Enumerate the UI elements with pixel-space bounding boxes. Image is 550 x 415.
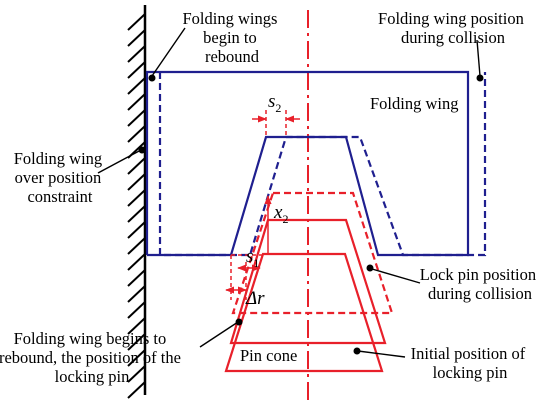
label-lock-pin-collision: Lock pin position during collision bbox=[420, 265, 541, 303]
hatch-line bbox=[127, 205, 146, 223]
folding-wing-rebound-outline bbox=[145, 70, 470, 257]
label-over-position: Folding wing over position constraint bbox=[14, 149, 107, 206]
hatch-line bbox=[127, 29, 146, 47]
leader-lines bbox=[97, 27, 481, 358]
symbol-x2: x2 bbox=[273, 202, 288, 226]
hatch-line bbox=[127, 93, 146, 111]
label-folding-wing: Folding wing bbox=[370, 94, 458, 113]
hatch-line bbox=[127, 253, 146, 271]
wall bbox=[127, 5, 147, 399]
hatch-line bbox=[127, 349, 146, 367]
hatch-line bbox=[127, 237, 146, 255]
symbol-delta-r: Δr bbox=[245, 288, 265, 309]
hatch-line bbox=[127, 61, 146, 79]
label-initial-pin: Initial position of locking pin bbox=[411, 344, 530, 382]
hatch-line bbox=[127, 109, 146, 127]
label-rebound-start: Folding wings begin to rebound bbox=[182, 9, 281, 66]
wall-hatching bbox=[127, 13, 146, 399]
hatch-line bbox=[127, 333, 146, 351]
folding-wing-collision-outline bbox=[158, 72, 487, 257]
label-collision-position: Folding wing position during collision bbox=[378, 9, 528, 47]
hatch-line bbox=[127, 269, 146, 287]
hatch-line bbox=[127, 45, 146, 63]
hatch-line bbox=[127, 157, 146, 175]
pin-cone-lower bbox=[224, 252, 384, 373]
symbol-s2: s2 bbox=[268, 91, 281, 115]
dimension-lines bbox=[225, 110, 300, 300]
hatch-line bbox=[127, 317, 146, 335]
hatch-line bbox=[127, 125, 146, 143]
label-rebound-pin-position: Folding wing begins to rebound, the posi… bbox=[0, 329, 185, 386]
hatch-line bbox=[127, 221, 146, 239]
hatch-line bbox=[127, 13, 146, 31]
hatch-line bbox=[127, 301, 146, 319]
label-pin-cone: Pin cone bbox=[240, 346, 297, 365]
hatch-line bbox=[127, 77, 146, 95]
symbol-s1: s1 bbox=[246, 246, 259, 270]
pin-cone-initial bbox=[229, 218, 387, 345]
hatch-line bbox=[127, 173, 146, 191]
hatch-line bbox=[127, 365, 146, 383]
leader-dots bbox=[138, 74, 484, 355]
hatch-line bbox=[127, 285, 146, 303]
hatch-line bbox=[127, 189, 146, 207]
hatch-line bbox=[127, 381, 146, 399]
